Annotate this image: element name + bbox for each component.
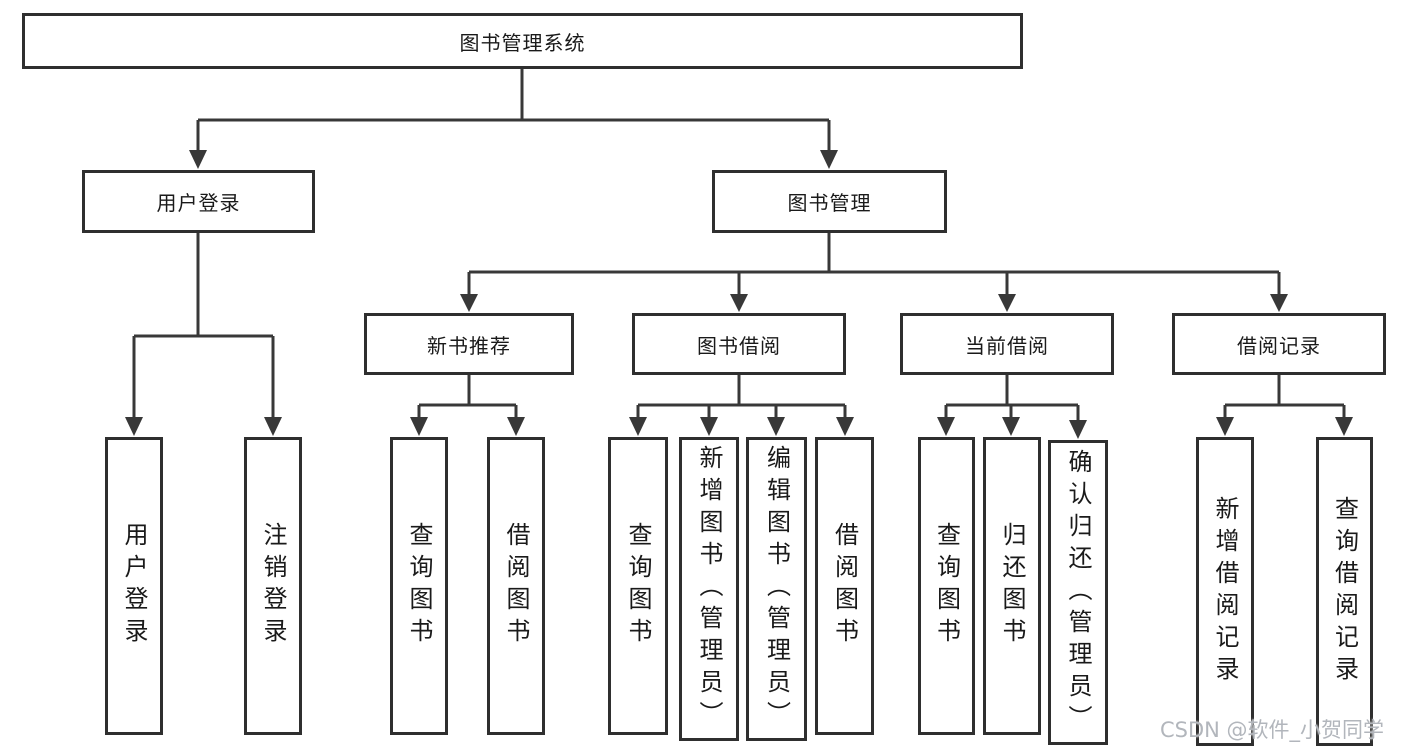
- node-borrow-records: 借阅记录: [1172, 313, 1386, 375]
- node-borrow-records-label: 借阅记录: [1237, 333, 1321, 358]
- leaf-borrow-query-book: 查询图书: [608, 437, 668, 735]
- leaf-records-add-record-label: 新增借阅记录: [1211, 495, 1239, 688]
- leaf-recommend-query-book-label: 查询图书: [405, 522, 433, 650]
- leaf-current-query-book: 查询图书: [918, 437, 975, 735]
- leaf-records-query-record-label: 查询借阅记录: [1330, 495, 1359, 688]
- node-new-book-recommend: 新书推荐: [364, 313, 574, 375]
- leaf-logout-label: 注销登录: [259, 522, 287, 650]
- leaf-current-return-book-label: 归还图书: [998, 522, 1026, 650]
- leaf-user-login-label: 用户登录: [120, 522, 148, 650]
- leaf-borrow-query-book-label: 查询图书: [624, 522, 652, 650]
- leaf-recommend-borrow-book: 借阅图书: [487, 437, 545, 735]
- leaf-borrow-borrow-book: 借阅图书: [815, 437, 874, 735]
- node-new-book-recommend-label: 新书推荐: [427, 333, 511, 358]
- leaf-current-query-book-label: 查询图书: [932, 522, 961, 650]
- leaf-current-confirm-return-admin: 确认归还（管理员）: [1048, 440, 1108, 745]
- csdn-watermark: CSDN @软件_小贺同学: [1160, 718, 1385, 742]
- leaf-logout: 注销登录: [244, 437, 302, 735]
- leaf-current-return-book: 归还图书: [983, 437, 1041, 735]
- node-book-management: 图书管理: [712, 170, 947, 233]
- node-root: 图书管理系统: [22, 13, 1023, 69]
- leaf-borrow-edit-book-admin-label: 编辑图书（管理员）: [762, 445, 791, 733]
- node-current-borrow: 当前借阅: [900, 313, 1114, 375]
- node-root-label: 图书管理系统: [459, 30, 586, 55]
- node-user-login: 用户登录: [82, 170, 315, 233]
- leaf-user-login: 用户登录: [105, 437, 163, 735]
- node-book-management-label: 图书管理: [787, 191, 872, 215]
- leaf-records-add-record: 新增借阅记录: [1196, 437, 1254, 746]
- leaf-current-confirm-return-admin-label: 确认归还（管理员）: [1064, 448, 1092, 737]
- leaf-borrow-add-book-admin-label: 新增图书（管理员）: [695, 445, 723, 733]
- node-user-login-label: 用户登录: [156, 191, 241, 215]
- leaf-borrow-borrow-book-label: 借阅图书: [830, 522, 859, 650]
- node-book-borrow-label: 图书借阅: [697, 333, 781, 358]
- leaf-recommend-borrow-book-label: 借阅图书: [502, 522, 530, 650]
- leaf-recommend-query-book: 查询图书: [390, 437, 448, 735]
- node-book-borrow: 图书借阅: [632, 313, 846, 375]
- leaf-records-query-record: 查询借阅记录: [1316, 437, 1373, 746]
- node-current-borrow-label: 当前借阅: [965, 333, 1049, 358]
- leaf-borrow-edit-book-admin: 编辑图书（管理员）: [746, 437, 807, 741]
- leaf-borrow-add-book-admin: 新增图书（管理员）: [679, 437, 739, 741]
